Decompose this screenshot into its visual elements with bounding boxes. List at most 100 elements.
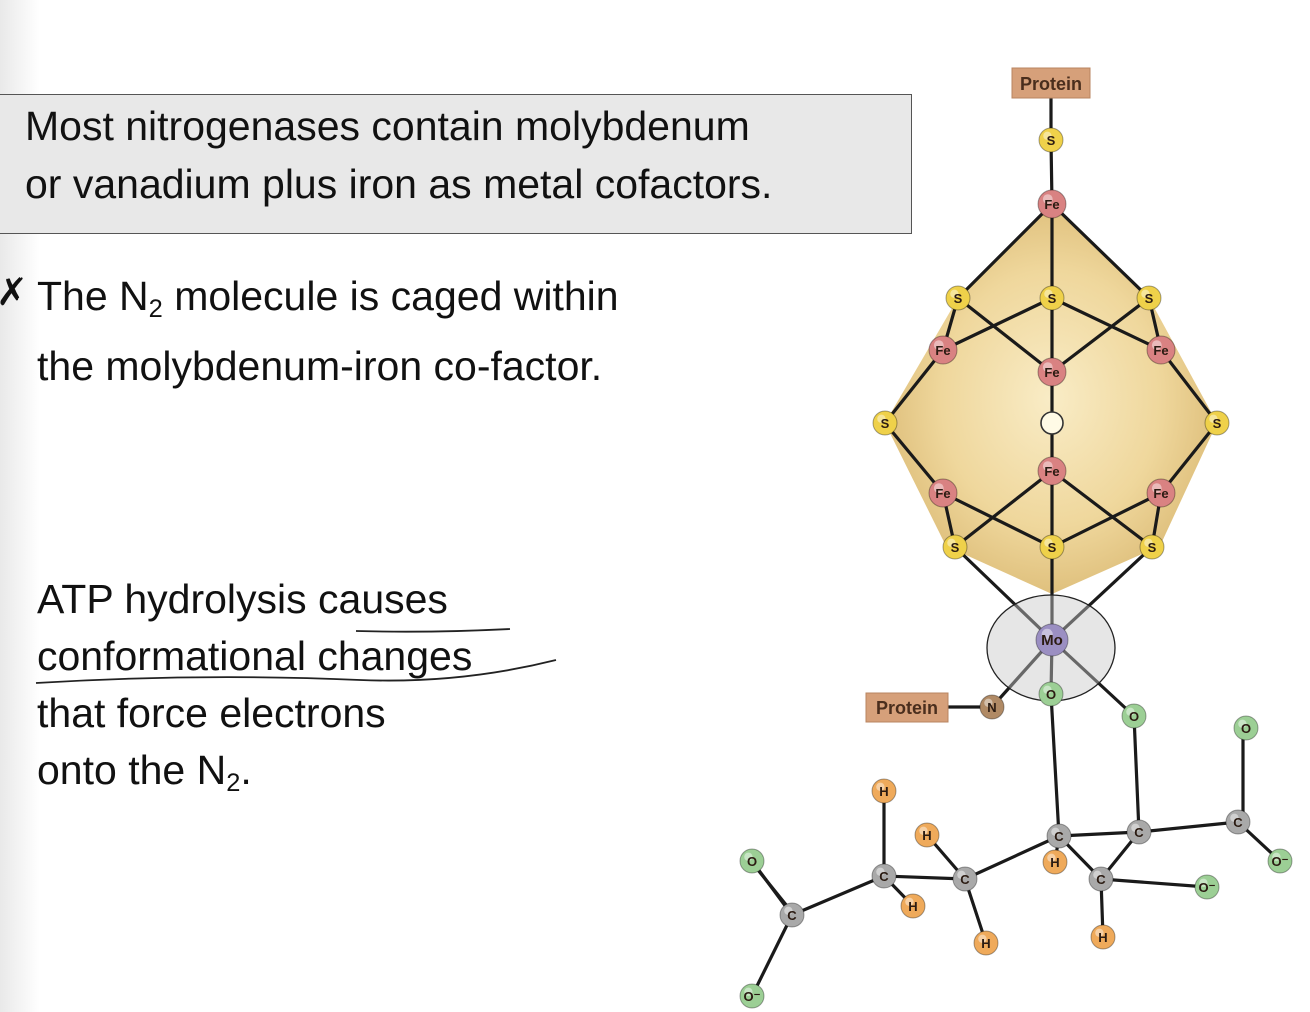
- bond-line: [941, 491, 1054, 549]
- atom-sphere: [952, 866, 978, 892]
- atom-highlight: [1209, 414, 1218, 423]
- bond-line: [790, 874, 886, 917]
- c-atom: C: [779, 902, 805, 928]
- atom-sphere: [1225, 809, 1251, 835]
- o-atom: O⁻: [739, 983, 765, 1009]
- atom-sphere: [1038, 127, 1064, 153]
- atp-line-4-subscript: 2: [226, 769, 241, 798]
- atom-highlight: [1199, 878, 1208, 887]
- fe-atom: Fe: [1146, 335, 1176, 365]
- title-box: Most nitrogenases contain molybdenum or …: [0, 94, 912, 234]
- bullet-line-2: the molybdenum-iron co-factor.: [37, 343, 603, 390]
- bond-line: [883, 421, 945, 495]
- atom-sphere: [973, 930, 999, 956]
- atom-highlight: [957, 870, 966, 879]
- atom-sphere: [1136, 285, 1162, 311]
- atom-label: O⁻: [1199, 880, 1216, 895]
- c-atom: C: [1225, 809, 1251, 835]
- atom-label: O: [1046, 687, 1056, 702]
- atom-label: O⁻: [1272, 854, 1289, 869]
- atom-label: Fe: [935, 486, 950, 501]
- atom-sphere: [872, 410, 898, 436]
- bond-line: [941, 296, 1054, 352]
- atom-label: H: [1050, 855, 1059, 870]
- bond-line: [883, 348, 945, 425]
- atom-label: Fe: [935, 343, 950, 358]
- atom-highlight: [784, 906, 793, 915]
- atom-highlight: [1141, 289, 1150, 298]
- atom-label: O: [1241, 721, 1251, 736]
- h-atom: H: [973, 930, 999, 956]
- atom-highlight: [1230, 813, 1239, 822]
- atom-highlight: [978, 934, 987, 943]
- atom-sphere: [1037, 357, 1067, 387]
- bullet-line-1-start: The N: [37, 273, 149, 319]
- atom-sphere: [1194, 874, 1220, 900]
- bond-line: [1099, 877, 1209, 889]
- c-atom: C: [1126, 819, 1152, 845]
- h-atom: H: [1090, 924, 1116, 950]
- atom-label: S: [954, 291, 963, 306]
- atom-highlight: [905, 897, 914, 906]
- bond-line: [1050, 545, 1154, 642]
- atom-label: S: [881, 416, 890, 431]
- atom-highlight: [1042, 461, 1053, 471]
- atom-label: S: [1048, 540, 1057, 555]
- atom-label: H: [981, 936, 990, 951]
- c-atom: C: [1046, 823, 1072, 849]
- atom-highlight: [876, 782, 885, 791]
- top-protein-label-box: [1011, 67, 1091, 99]
- atom-sphere: [1038, 681, 1064, 707]
- atom-label: Fe: [1044, 197, 1059, 212]
- atom-label: O: [1129, 709, 1139, 724]
- atom-sphere: [942, 534, 968, 560]
- atom-label: S: [1213, 416, 1222, 431]
- atp-line-2: conformational changes: [37, 633, 473, 679]
- bullet-line-1-end: molecule is caged within: [162, 273, 619, 319]
- underline-causes: [355, 628, 511, 633]
- bullet-line-1-subscript: 2: [148, 295, 163, 324]
- fe-atom: Fe: [928, 478, 958, 508]
- side-protein-label-box: [865, 692, 949, 723]
- atom-highlight: [919, 826, 928, 835]
- bond-line: [1132, 714, 1141, 834]
- bond-line: [1050, 202, 1151, 300]
- atom-sphere: [779, 902, 805, 928]
- o-atom: O: [1038, 681, 1064, 707]
- atom-label: O⁻: [744, 989, 761, 1004]
- atp-line-1-underlined: causes: [318, 576, 448, 622]
- atom-highlight: [1151, 483, 1162, 493]
- atom-sphere: [928, 335, 958, 365]
- atom-highlight: [933, 340, 944, 350]
- n-atom: N: [979, 694, 1005, 720]
- bond-line: [882, 874, 967, 881]
- atom-sphere: [1146, 335, 1176, 365]
- bond-line: [1050, 296, 1151, 374]
- s-atom: S: [945, 285, 971, 311]
- atom-label: H: [908, 899, 917, 914]
- atom-highlight: [1093, 870, 1102, 879]
- s-atom: S: [1136, 285, 1162, 311]
- atp-line-4: onto the N2.: [37, 742, 472, 812]
- atp-line-3: that force electrons: [37, 690, 386, 736]
- fe-atom: Fe: [1037, 456, 1067, 486]
- atp-line-1-start: ATP hydrolysis: [37, 576, 319, 622]
- title-line-1: Most nitrogenases contain molybdenum: [25, 103, 750, 149]
- atom-label: C: [1096, 872, 1106, 887]
- bond-line: [956, 296, 1054, 374]
- atom-label: O: [747, 854, 757, 869]
- o-atom: O: [1233, 715, 1259, 741]
- atom-label: Fe: [1044, 365, 1059, 380]
- atom-sphere: [945, 285, 971, 311]
- atom-sphere: [1233, 715, 1259, 741]
- atp-text: ATP hydrolysis causes conformational cha…: [37, 571, 472, 812]
- atp-line-4-start: onto the N: [37, 747, 227, 793]
- atom-label: S: [1145, 291, 1154, 306]
- atom-label: S: [1148, 540, 1157, 555]
- atom-sphere: [1042, 849, 1068, 875]
- h-atom: H: [1042, 849, 1068, 875]
- h-atom: H: [914, 822, 940, 848]
- atom-sphere: [1204, 410, 1230, 436]
- s-atom: S: [872, 410, 898, 436]
